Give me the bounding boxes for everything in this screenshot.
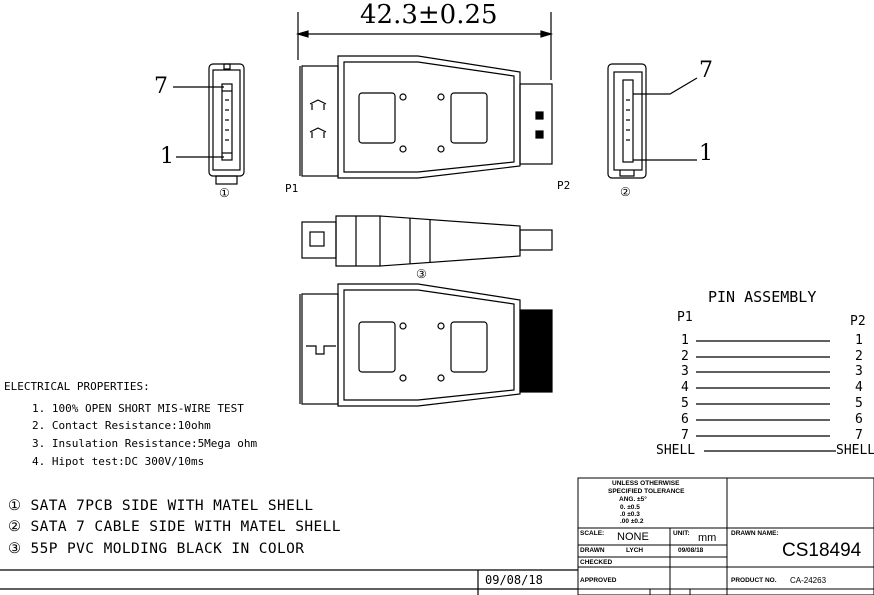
drawn-date: 09/08/18	[678, 547, 704, 554]
note-item: ③ 55P PVC MOLDING BLACK IN COLOR	[8, 541, 305, 557]
pin-assembly-left-pin: 7	[681, 428, 689, 443]
drawn-name-value: CS18494	[782, 540, 862, 561]
bottom-view-drawing	[299, 283, 553, 407]
drawn-name-label: DRAWN NAME:	[731, 530, 779, 537]
pin-assembly-right-shell: SHELL	[836, 443, 874, 458]
pin-assembly-right-pin: 2	[855, 349, 863, 364]
pin-assembly-left-pin: 2	[681, 349, 689, 364]
pin-assembly-left-pin: 1	[681, 333, 689, 348]
pin-assembly-right-pin: 7	[855, 428, 863, 443]
revision-date: 09/08/18	[485, 573, 543, 587]
revision-strip-lines	[0, 569, 578, 595]
note-item: ② SATA 7 CABLE SIDE WITH MATEL SHELL	[8, 519, 341, 535]
electrical-property-item: 4. Hipot test:DC 300V/10ms	[32, 455, 205, 468]
pin-assembly-left-pin: 5	[681, 396, 689, 411]
unit-value: mm	[698, 532, 717, 544]
end-view-1-drawing	[173, 63, 245, 185]
side-view-drawing	[301, 215, 553, 267]
pin-assembly-title: PIN ASSEMBLY	[708, 288, 817, 306]
pin-assembly-right-header: P2	[850, 314, 866, 329]
port-p1-label: P1	[285, 182, 299, 195]
end-view-2-pin-bottom-label: 1	[699, 141, 713, 166]
note-item: ① SATA 7PCB SIDE WITH MATEL SHELL	[8, 498, 314, 514]
pin-assembly-lines	[696, 340, 836, 452]
product-label: PRODUCT NO.	[731, 577, 777, 584]
product-value: CA-24263	[790, 576, 827, 585]
end-view-1-pin-bottom-label: 1	[160, 144, 174, 169]
end-view-2-drawing	[607, 63, 698, 179]
scale-value: NONE	[617, 531, 649, 543]
pin-assembly-left-pin: 6	[681, 412, 689, 427]
tolerance-line: SPECIFIED TOLERANCE	[608, 488, 685, 495]
title-block-grid	[577, 477, 874, 595]
end-view-2-pin-top-label: 7	[699, 58, 713, 83]
end-view-1-marker: ①	[219, 186, 230, 200]
dimension-line	[295, 12, 554, 80]
tolerance-line: ANG. ±5°	[619, 496, 647, 503]
drawn-by: LYCH	[626, 547, 644, 554]
pin-assembly-right-pin: 1	[855, 333, 863, 348]
pin-assembly-left-shell: SHELL	[656, 443, 696, 458]
electrical-properties-heading: ELECTRICAL PROPERTIES:	[4, 380, 150, 393]
electrical-property-item: 3. Insulation Resistance:5Mega ohm	[32, 437, 258, 450]
electrical-property-item: 1. 100% OPEN SHORT MIS-WIRE TEST	[32, 402, 244, 415]
pin-assembly-left-pin: 4	[681, 380, 689, 395]
unit-label: UNIT:	[673, 530, 690, 537]
side-view-marker: ③	[416, 267, 427, 281]
pin-assembly-right-pin: 4	[855, 380, 863, 395]
drawn-label: DRAWN	[580, 547, 605, 554]
tolerance-line: UNLESS OTHERWISE	[612, 480, 680, 487]
pin-assembly-left-header: P1	[677, 310, 693, 325]
pin-assembly-left-pin: 3	[681, 364, 689, 379]
port-p2-label: P2	[557, 179, 571, 192]
pin-assembly-right-pin: 3	[855, 364, 863, 379]
overall-length-dimension: 42.3±0.25	[360, 0, 498, 30]
end-view-1-pin-top-label: 7	[154, 74, 168, 99]
tolerance-line: 0. ±0.5	[620, 504, 640, 511]
end-view-2-marker: ②	[620, 185, 631, 199]
top-view-drawing	[299, 55, 553, 179]
approved-label: APPROVED	[580, 577, 617, 584]
tolerance-line: .0 ±0.3	[620, 511, 640, 518]
electrical-property-item: 2. Contact Resistance:10ohm	[32, 419, 211, 432]
pin-assembly-right-pin: 5	[855, 396, 863, 411]
checked-label: CHECKED	[580, 559, 613, 566]
scale-label: SCALE:	[580, 530, 605, 537]
tolerance-line: .00 ±0.2	[620, 518, 644, 525]
pin-assembly-right-pin: 6	[855, 412, 863, 427]
